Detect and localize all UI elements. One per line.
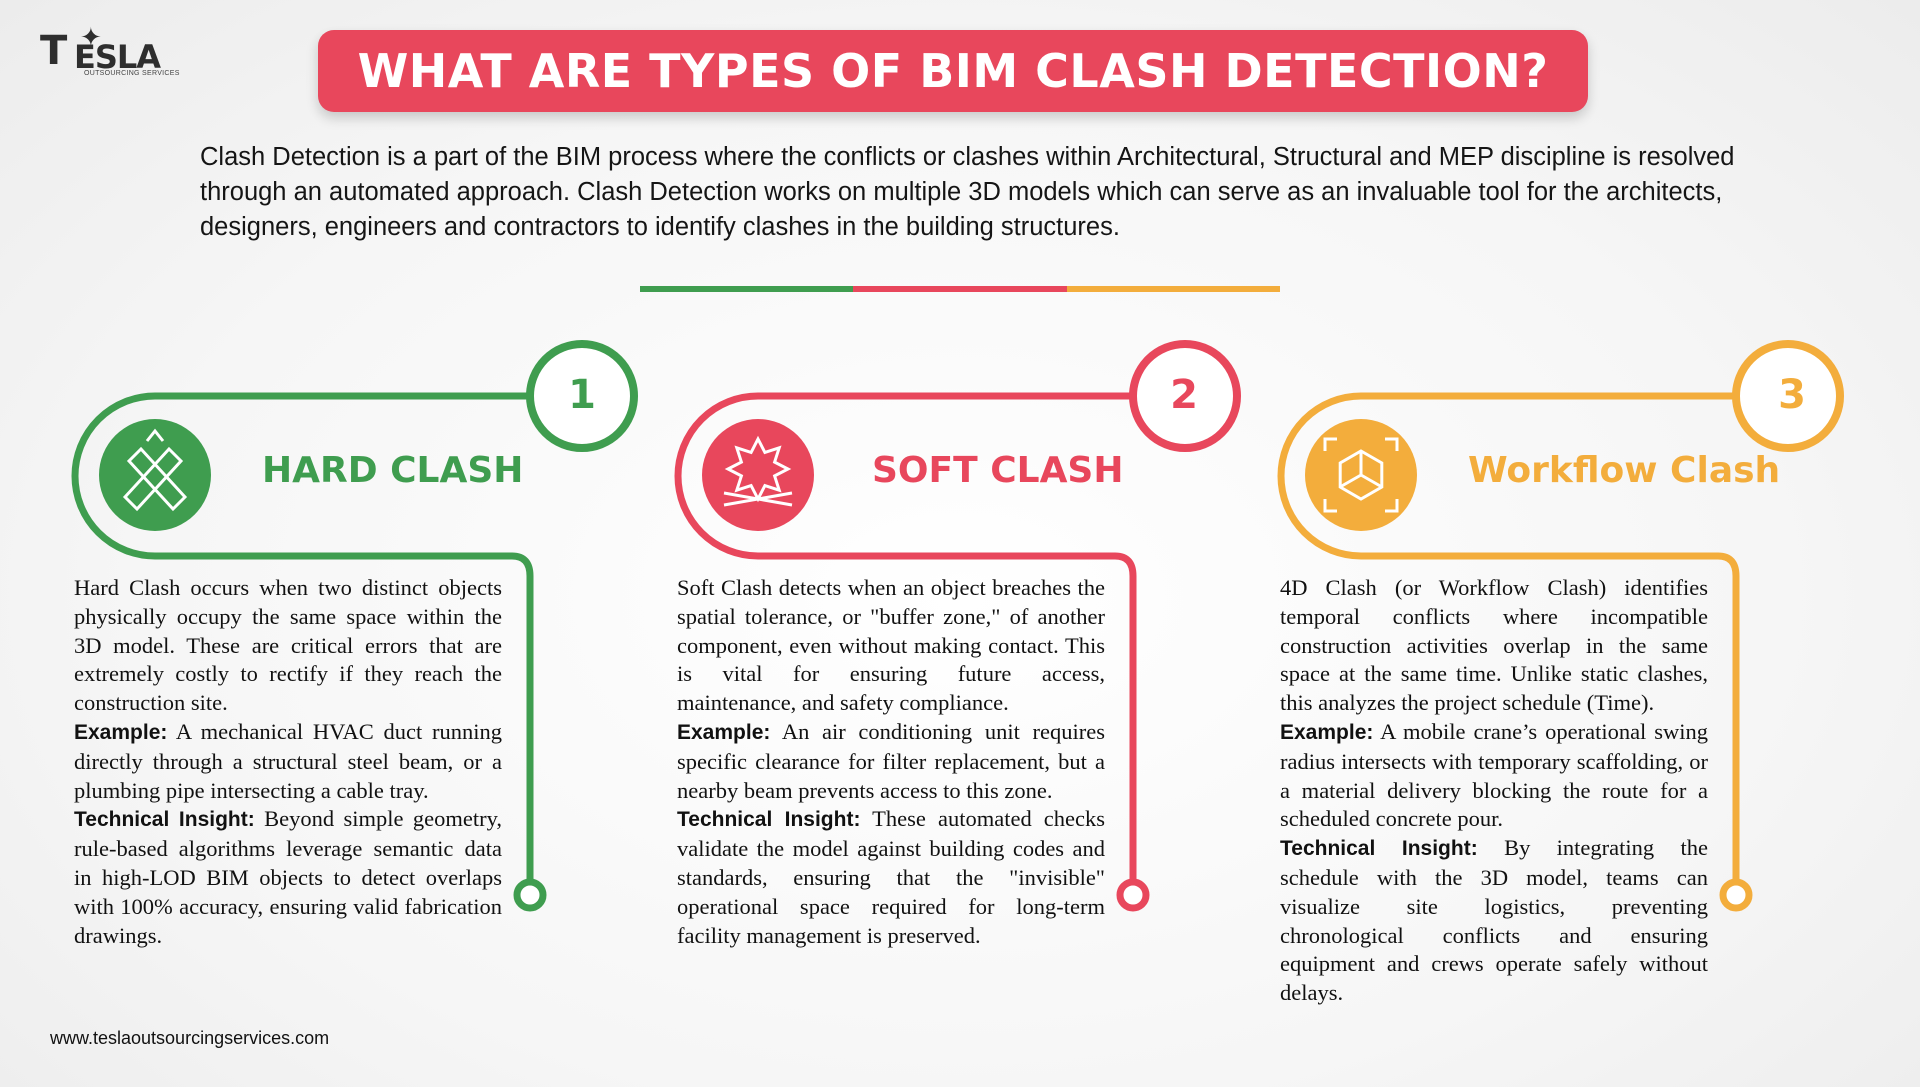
card-1-insight: Technical Insight: Beyond simple geometr… bbox=[74, 805, 502, 950]
card-3-insight: Technical Insight: By integrating the sc… bbox=[1280, 834, 1708, 1008]
card-1-number: 1 bbox=[568, 372, 596, 418]
card-2-insight-text: These automated checks validate the mode… bbox=[677, 806, 1106, 948]
logo-star-icon: ✦ bbox=[80, 22, 102, 52]
card-1-end-dot bbox=[513, 878, 547, 912]
card-3-example-text: A mobile crane’s operational swing radiu… bbox=[1280, 718, 1708, 832]
card-1-outline bbox=[71, 392, 534, 884]
card-3-example: Example: A mobile crane’s operational sw… bbox=[1280, 718, 1708, 834]
card-3-example-label: Example: bbox=[1280, 720, 1374, 744]
card-1-insight-label: Technical Insight: bbox=[74, 808, 255, 832]
logo-subtitle: OUTSOURCING SERVICES bbox=[84, 70, 180, 77]
card-2-outline bbox=[674, 392, 1137, 884]
hard-clash-spark-icon bbox=[145, 428, 165, 442]
card-2-body: Soft Clash detects when an object breach… bbox=[677, 574, 1105, 950]
card-2-end-dot bbox=[1116, 878, 1150, 912]
card-2-insight-label: Technical Insight: bbox=[677, 808, 861, 832]
divider-orange bbox=[1066, 286, 1280, 292]
card-3-description: 4D Clash (or Workflow Clash) identifies … bbox=[1280, 575, 1708, 716]
card-1-title: HARD CLASH bbox=[262, 450, 524, 491]
workflow-frame-icon bbox=[1323, 437, 1399, 513]
card-2-insight: Technical Insight: These automated check… bbox=[677, 805, 1105, 950]
hard-clash-icon-beam bbox=[126, 446, 188, 512]
title-banner: WHAT ARE TYPES OF BIM CLASH DETECTION? bbox=[318, 30, 1588, 112]
card-2-example-label: Example: bbox=[677, 720, 771, 744]
card-3-insight-text: By integrating the schedule with the 3D … bbox=[1280, 835, 1708, 1006]
card-3-number: 3 bbox=[1778, 372, 1806, 418]
company-logo: T ✦ ESLA OUTSOURCING SERVICES bbox=[40, 22, 200, 86]
card-3-number-circle bbox=[1732, 340, 1844, 452]
card-2-title: SOFT CLASH bbox=[872, 450, 1124, 491]
card-2-description: Soft Clash detects when an object breach… bbox=[677, 575, 1105, 716]
card-1-description: Hard Clash occurs when two distinct obje… bbox=[74, 575, 502, 716]
card-3-body: 4D Clash (or Workflow Clash) identifies … bbox=[1280, 574, 1708, 1008]
card-1-example-text: A mechanical HVAC duct running directly … bbox=[74, 718, 502, 803]
card-1-insight-text: Beyond simple geometry, rule-based algor… bbox=[74, 806, 503, 948]
card-2-number: 2 bbox=[1170, 372, 1198, 418]
card-2-example: Example: An air conditioning unit requir… bbox=[677, 718, 1105, 805]
soft-clash-pipes-icon bbox=[723, 491, 793, 507]
tricolor-divider bbox=[640, 286, 1280, 292]
card-1-example-label: Example: bbox=[74, 720, 168, 744]
card-1-number-circle bbox=[526, 340, 638, 452]
card-3-outline bbox=[1277, 392, 1740, 884]
card-3-end-dot bbox=[1719, 878, 1753, 912]
card-2-number-circle bbox=[1129, 340, 1241, 452]
divider-green bbox=[640, 286, 854, 292]
card-1-icon-circle bbox=[99, 419, 211, 531]
website-url[interactable]: www.teslaoutsourcingservices.com bbox=[50, 1028, 330, 1048]
workflow-clash-icon bbox=[1338, 449, 1384, 501]
logo-t-mark: T bbox=[40, 28, 67, 74]
card-2-example-text: An air conditioning unit requires specif… bbox=[677, 718, 1105, 803]
logo-name: ESLA bbox=[74, 38, 161, 76]
divider-red bbox=[853, 286, 1067, 292]
card-3-insight-label: Technical Insight: bbox=[1280, 837, 1478, 861]
intro-paragraph: Clash Detection is a part of the BIM pro… bbox=[200, 143, 1735, 241]
card-3-title: Workflow Clash bbox=[1468, 450, 1781, 491]
card-1-example: Example: A mechanical HVAC duct running … bbox=[74, 718, 502, 805]
card-1-body: Hard Clash occurs when two distinct obje… bbox=[74, 574, 502, 950]
page-title: WHAT ARE TYPES OF BIM CLASH DETECTION? bbox=[357, 44, 1549, 98]
workflow-cube-edges-icon bbox=[1339, 451, 1383, 489]
